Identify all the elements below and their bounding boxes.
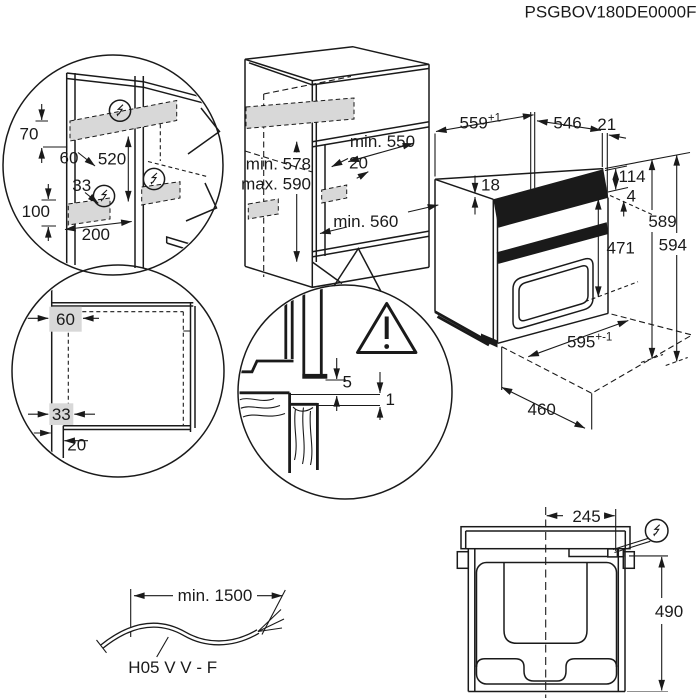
warning-icon xyxy=(356,302,418,354)
svg-text:589: 589 xyxy=(648,212,676,231)
svg-text:min. 560: min. 560 xyxy=(333,212,398,231)
dim-20-cabinet: 20 xyxy=(331,154,369,180)
outlet-zone-upper xyxy=(245,97,355,130)
svg-text:21: 21 xyxy=(597,115,616,134)
svg-text:max. 590: max. 590 xyxy=(241,174,311,193)
dim-114: 114 xyxy=(604,165,646,193)
outlet-zone-niche xyxy=(321,184,348,204)
top-view-drawing: 245 490 xyxy=(456,507,683,698)
dim-niche-height: min. 578 max. 590 xyxy=(241,141,311,263)
outlet-zone-lower-left xyxy=(247,198,279,220)
svg-text:460: 460 xyxy=(528,400,556,419)
svg-text:33: 33 xyxy=(72,176,91,195)
oven-drawing: 559+1 546 21 18 114 4 471 xyxy=(434,112,694,430)
detail-circle-outlets: 70 60 520 33 100 200 xyxy=(2,54,224,276)
svg-text:60: 60 xyxy=(56,310,75,329)
dim-471: 471 xyxy=(584,198,639,303)
detail-circle-front: 60 33 20 xyxy=(11,264,225,478)
outlet-zone-3 xyxy=(67,197,111,226)
svg-text:33: 33 xyxy=(52,405,71,424)
dim-595: 595+-1 xyxy=(528,319,629,358)
dim-18: 18 xyxy=(471,175,500,215)
page-title: PSGBOV180DE0000F xyxy=(525,3,697,22)
svg-text:114: 114 xyxy=(619,167,646,186)
cable-drawing: min. 1500 H05 V V - F xyxy=(96,586,286,677)
outlet-zone-2 xyxy=(141,181,181,206)
dim-21: 21 xyxy=(597,115,627,141)
svg-text:60: 60 xyxy=(60,149,79,168)
svg-text:70: 70 xyxy=(20,125,39,144)
dim-546: 546 xyxy=(536,114,608,196)
dim-460: 460 xyxy=(501,346,593,430)
svg-text:min. 550: min. 550 xyxy=(350,132,415,151)
dim-4: 4 xyxy=(609,187,653,217)
svg-text:595+-1: 595+-1 xyxy=(567,332,612,352)
svg-text:471: 471 xyxy=(607,239,635,258)
lightning-icon xyxy=(142,167,166,191)
lightning-icon xyxy=(92,184,116,208)
cable-length: min. 1500 xyxy=(178,586,253,605)
connection-box xyxy=(607,548,619,558)
svg-text:594: 594 xyxy=(659,235,687,254)
svg-text:min. 578: min. 578 xyxy=(246,154,311,173)
lightning-icon xyxy=(644,518,669,543)
svg-text:490: 490 xyxy=(655,602,683,621)
svg-text:200: 200 xyxy=(82,225,110,244)
svg-text:245: 245 xyxy=(572,507,600,526)
dim-490: 490 xyxy=(627,555,683,693)
svg-text:20: 20 xyxy=(349,154,368,173)
svg-text:18: 18 xyxy=(481,175,500,194)
cabinet-drawing: min. 550 20 min. 578 max. 590 min. 560 xyxy=(241,45,439,289)
svg-text:5: 5 xyxy=(343,373,352,392)
dim-594: 594 xyxy=(659,154,688,367)
dim-min-550: min. 550 xyxy=(348,132,415,163)
lightning-icon xyxy=(108,99,132,123)
dim-245: 245 xyxy=(546,507,617,551)
svg-text:20: 20 xyxy=(67,436,86,455)
cable-type: H05 V V - F xyxy=(128,658,217,677)
detail-circle-gap: 5 1 xyxy=(237,247,453,500)
svg-text:100: 100 xyxy=(22,202,50,221)
svg-text:559+1: 559+1 xyxy=(460,113,502,133)
svg-text:4: 4 xyxy=(627,187,636,206)
dim-559: 559+1 xyxy=(434,112,536,190)
svg-text:1: 1 xyxy=(386,390,395,409)
svg-text:546: 546 xyxy=(553,114,581,133)
dim-min-560: min. 560 xyxy=(319,204,439,235)
svg-text:520: 520 xyxy=(98,149,126,168)
